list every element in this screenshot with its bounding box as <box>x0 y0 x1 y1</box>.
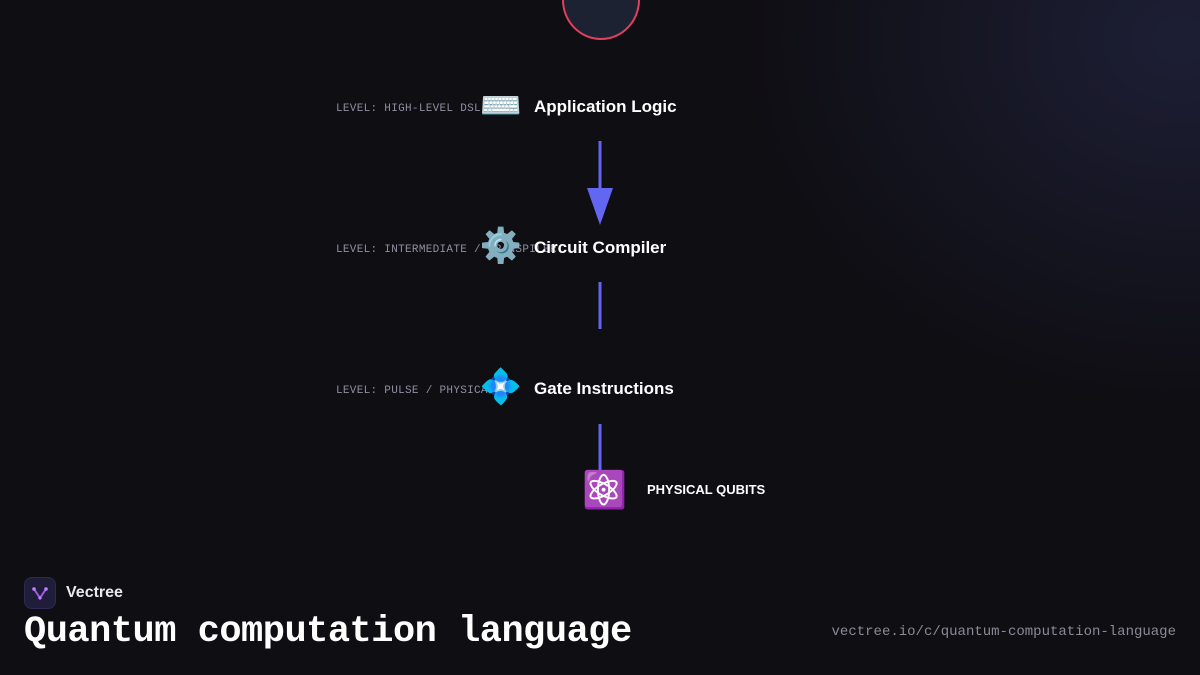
gear-icon: ⚙️ <box>479 227 523 265</box>
page-title: Quantum computation language <box>24 611 632 653</box>
node-title-circuit-compiler: Circuit Compiler <box>534 238 667 257</box>
node-title-gate-instructions: Gate Instructions <box>534 379 674 398</box>
level-label-pulse-physical: LEVEL: PULSE / PHYSICAL <box>336 385 495 397</box>
atom-icon: ⚛️ <box>582 469 627 510</box>
diamond-icon: 💠 <box>479 368 523 406</box>
keyboard-icon: ⌨️ <box>479 87 523 125</box>
brand: Vectree <box>24 577 123 609</box>
level-label-high-level-dsl: LEVEL: HIGH-LEVEL DSL <box>336 103 481 115</box>
arrowhead-down <box>587 188 613 225</box>
vectree-logo-icon <box>24 577 56 609</box>
page-url[interactable]: vectree.io/c/quantum-computation-languag… <box>831 624 1176 640</box>
node-title-application-logic: Application Logic <box>534 97 677 116</box>
brand-name: Vectree <box>66 584 123 601</box>
level-label-intermediate: LEVEL: INTERMEDIATE / TRANSPILER <box>336 244 557 256</box>
physical-qubits-label: PHYSICAL QUBITS <box>647 482 766 497</box>
